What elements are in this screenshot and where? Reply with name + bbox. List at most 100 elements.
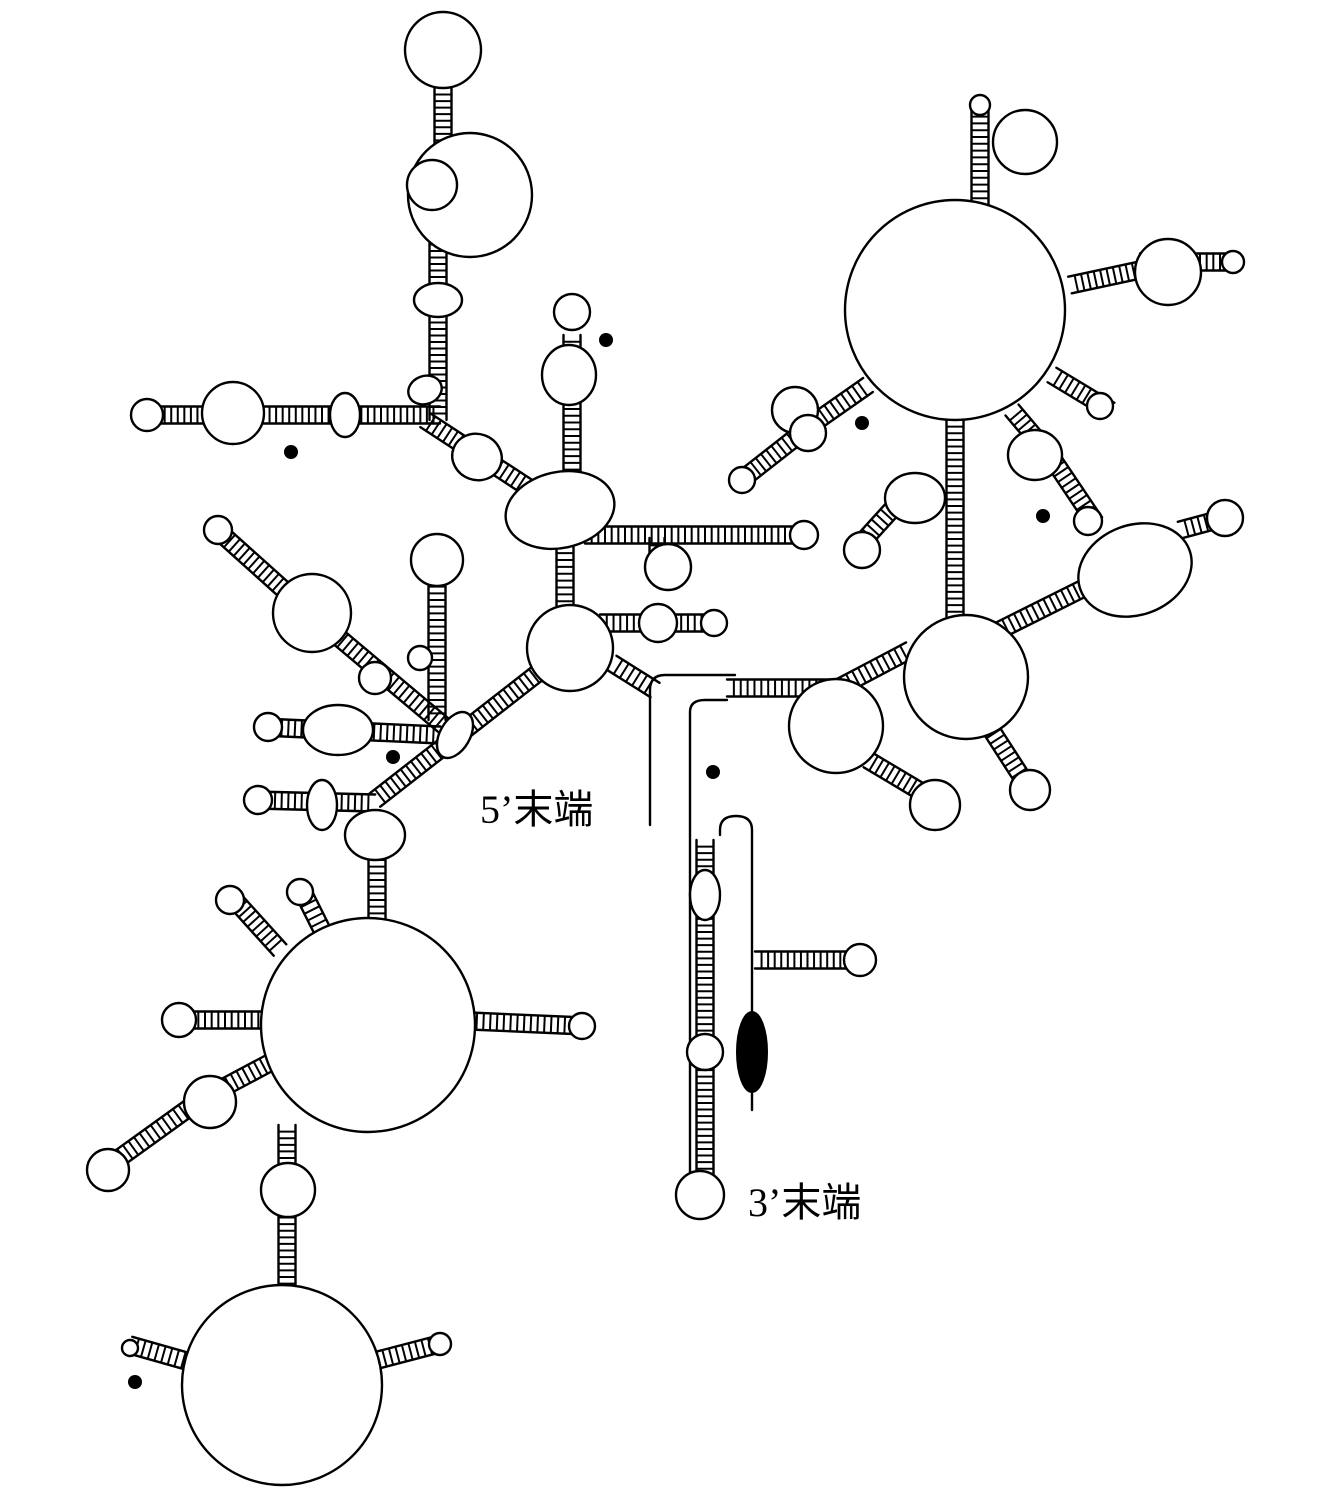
base-pair — [543, 1015, 546, 1033]
loop — [214, 884, 246, 916]
three-prime-end-label: 3’末端 — [748, 1180, 862, 1225]
base-pair — [509, 1014, 512, 1032]
base-pair — [303, 905, 321, 915]
base-pair — [1060, 589, 1070, 606]
base-pair — [866, 523, 881, 537]
base-pair — [1071, 583, 1082, 600]
loop — [409, 532, 465, 588]
base-pair — [293, 719, 297, 738]
base-pair — [407, 1343, 414, 1360]
base-pair — [556, 1016, 560, 1034]
base-pair — [166, 1112, 179, 1128]
base-pair — [1064, 482, 1081, 495]
base-pair — [1092, 271, 1099, 289]
base-pair — [223, 534, 236, 549]
base-pair — [1072, 494, 1088, 506]
base-pair — [160, 1345, 167, 1363]
base-pair — [1013, 413, 1028, 427]
base-pair — [1036, 601, 1046, 618]
base-pair — [507, 684, 520, 700]
loop — [525, 603, 615, 693]
base-pair — [517, 676, 530, 692]
base-pair — [381, 1349, 388, 1367]
single-strand — [718, 814, 754, 1112]
base-pair — [379, 784, 392, 800]
base-pair — [637, 674, 649, 691]
modification-dot — [1036, 509, 1050, 523]
helix-strand — [126, 1351, 189, 1372]
loop — [202, 514, 234, 546]
loop — [182, 1074, 238, 1130]
base-pair — [1042, 598, 1052, 615]
base-pair — [1007, 762, 1024, 773]
base-pair — [241, 1067, 252, 1084]
helix-stem — [126, 1335, 194, 1372]
loop — [407, 374, 443, 406]
loop — [120, 1338, 140, 1358]
single-strand — [688, 698, 729, 1187]
loop — [908, 778, 962, 832]
base-pair — [266, 573, 280, 588]
base-pair — [631, 670, 642, 687]
base-pair — [420, 752, 433, 768]
base-pair — [397, 684, 411, 700]
helix-stem — [970, 101, 990, 207]
helix-stem — [606, 654, 661, 699]
modification-dot — [284, 445, 298, 459]
base-pair — [502, 688, 515, 704]
base-pair — [399, 724, 402, 742]
base-pair — [1000, 750, 1016, 762]
base-pair — [856, 381, 869, 397]
base-pair — [1099, 269, 1105, 287]
loop — [180, 1283, 384, 1487]
base-pair — [247, 555, 261, 570]
helix-stem — [1067, 260, 1143, 295]
base-pair — [1118, 265, 1124, 283]
helix-stem — [811, 376, 875, 429]
modification-dot — [599, 333, 613, 347]
base-pair — [481, 704, 494, 720]
loop — [285, 877, 315, 907]
base-pair — [1076, 499, 1092, 511]
base-pair — [1057, 471, 1073, 483]
base-pair — [258, 1058, 269, 1075]
base-pair — [133, 1136, 145, 1152]
base-pair — [1012, 613, 1023, 630]
base-pair — [420, 1339, 427, 1357]
helix-strand — [1067, 260, 1140, 278]
loop — [403, 10, 483, 90]
base-pair — [257, 564, 270, 579]
base-pair — [1017, 418, 1032, 432]
base-pair — [1052, 370, 1064, 387]
base-pair — [1053, 466, 1069, 478]
base-pair — [394, 772, 407, 788]
base-pair — [180, 1351, 187, 1369]
base-pair — [817, 408, 830, 424]
single-strand — [648, 673, 737, 827]
base-pair — [1069, 381, 1081, 397]
base-pair — [138, 1132, 151, 1148]
helix-strand — [131, 1335, 194, 1356]
modification-dot — [128, 1375, 142, 1389]
base-pair — [387, 676, 400, 691]
base-pair — [405, 724, 409, 743]
base-pair — [497, 692, 510, 708]
base-pair — [310, 918, 327, 929]
base-pair — [1081, 388, 1093, 404]
base-pair — [1061, 477, 1077, 489]
base-pair — [160, 1116, 173, 1132]
base-pair — [346, 642, 360, 657]
loop — [1220, 249, 1246, 275]
base-pair — [146, 1342, 154, 1360]
base-pair — [765, 449, 778, 464]
base-pair — [389, 776, 402, 792]
base-pair — [410, 760, 423, 776]
base-pair — [1105, 268, 1111, 286]
loop — [85, 1147, 131, 1193]
modification-dot — [855, 416, 869, 430]
base-pair — [413, 697, 426, 713]
base-pair — [261, 568, 275, 583]
loop — [902, 613, 1030, 741]
loop — [328, 391, 362, 439]
base-pair — [252, 560, 266, 575]
